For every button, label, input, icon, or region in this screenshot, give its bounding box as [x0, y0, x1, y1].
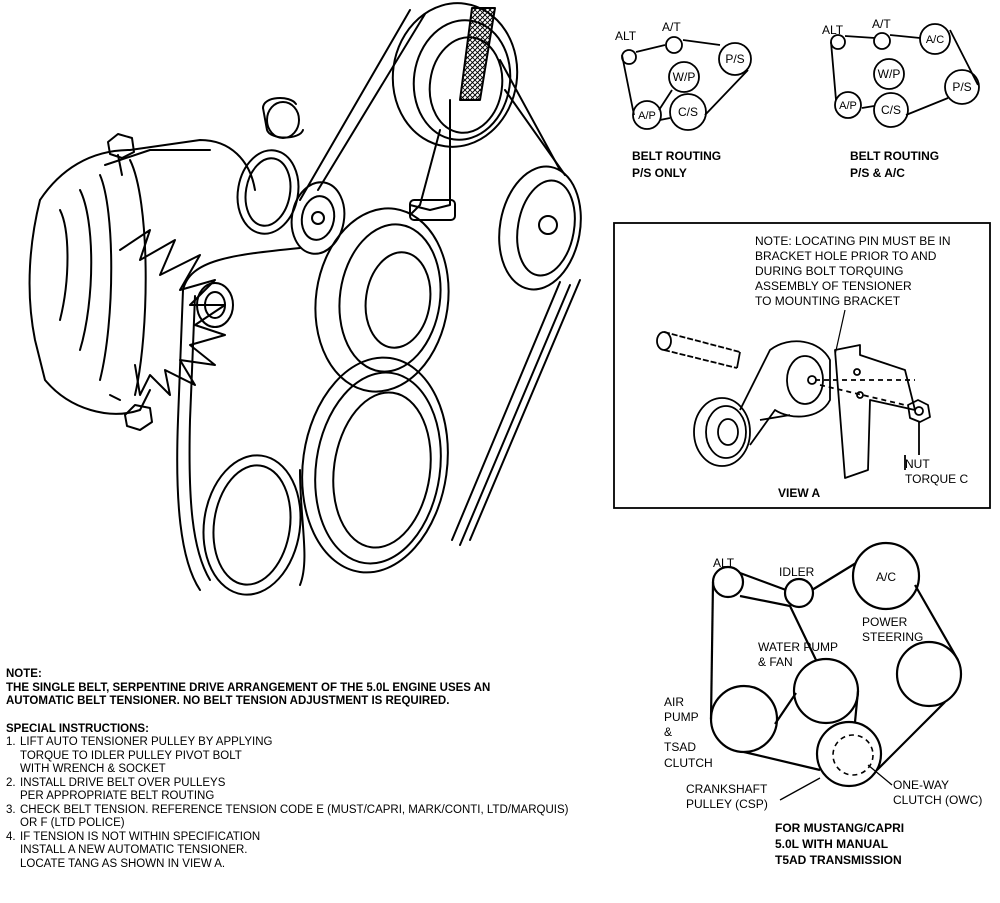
- view-a-box: NOTE: LOCATING PIN MUST BE IN BRACKET HO…: [613, 222, 991, 509]
- caption-line-3: T5AD TRANSMISSION: [775, 853, 902, 867]
- note-body-line-1: THE SINGLE BELT, SERPENTINE DRIVE ARRANG…: [6, 681, 491, 694]
- alt-pulley: [830, 34, 846, 50]
- air-pump-pulley: [709, 684, 779, 754]
- label-ps: P/S: [725, 52, 744, 66]
- label-cs: C/S: [678, 105, 698, 119]
- engine-illustration: [28, 2, 582, 596]
- instruction-4: 4. IF TENSION IS NOT WITHIN SPECIFICATIO…: [6, 830, 261, 870]
- view-a-title: VIEW A: [778, 486, 821, 500]
- power-steering-pulley: [895, 640, 963, 708]
- label-pump: PUMP: [664, 710, 699, 724]
- label-clutch: CLUTCH: [664, 756, 713, 770]
- cs-pulley: [669, 93, 707, 131]
- label-crankshaft: CRANKSHAFT: [686, 782, 768, 796]
- label-water-pump: WATER PUMP: [758, 640, 838, 654]
- label-power: POWER: [862, 615, 908, 629]
- ac-pulley: [919, 23, 951, 55]
- nut-label: NUT: [905, 457, 930, 471]
- label-wp: W/P: [878, 67, 901, 81]
- label-ps: P/S: [952, 80, 971, 94]
- caption-line-1: BELT ROUTING: [632, 149, 721, 163]
- caption-line-2: P/S ONLY: [632, 166, 687, 180]
- caption-line-2: P/S & A/C: [850, 166, 905, 180]
- instruction-1: 1. LIFT AUTO TENSIONER PULLEY BY APPLYIN…: [6, 736, 273, 775]
- mustang-capri-belt-diagram: [709, 541, 963, 788]
- instruction-3: 3. CHECK BELT TENSION. REFERENCE TENSION…: [6, 803, 569, 830]
- ps-pulley: [718, 42, 752, 76]
- belt-routing-ps-only-diagram: [621, 36, 752, 131]
- one-way-clutch: [832, 734, 874, 776]
- mustang-capri-labels: ALT IDLER A/C POWER STEERING WATER PUMP …: [664, 556, 982, 867]
- ps-ac-labels: ALT A/T A/C P/S W/P A/P C/S BELT ROUTING…: [822, 17, 972, 180]
- notes-section: NOTE: THE SINGLE BELT, SERPENTINE DRIVE …: [6, 668, 646, 871]
- svg-text:BRACKET HOLE PRIOR TO AND: BRACKET HOLE PRIOR TO AND: [755, 249, 937, 263]
- label-wp: W/P: [673, 70, 696, 84]
- nut-torque-label: TORQUE C: [905, 472, 968, 486]
- label-one-way: ONE-WAY: [893, 778, 949, 792]
- special-instructions-heading: SPECIAL INSTRUCTIONS:: [6, 722, 149, 735]
- label-air: AIR: [664, 695, 684, 709]
- caption-line-1: FOR MUSTANG/CAPRI: [775, 821, 904, 835]
- alt-pulley: [711, 565, 745, 599]
- svg-text:TO MOUNTING BRACKET: TO MOUNTING BRACKET: [755, 294, 901, 308]
- label-tsad: TSAD: [664, 740, 696, 754]
- note-heading: NOTE:: [6, 668, 42, 680]
- label-at: A/T: [662, 20, 681, 34]
- caption-line-1: BELT ROUTING: [850, 149, 939, 163]
- svg-text:ASSEMBLY OF TENSIONER: ASSEMBLY OF TENSIONER: [755, 279, 912, 293]
- label-owc: CLUTCH (OWC): [893, 793, 982, 807]
- belt-routing-ps-ac-diagram: [830, 23, 980, 128]
- label-alt: ALT: [822, 23, 844, 37]
- at-pulley: [665, 36, 683, 54]
- at-pulley: [873, 32, 891, 50]
- wp-pulley: [668, 61, 700, 93]
- svg-text:NOTE: LOCATING PIN MUST BE IN: NOTE: LOCATING PIN MUST BE IN: [755, 234, 951, 248]
- idler-pulley: [783, 577, 815, 609]
- label-fan: & FAN: [758, 655, 793, 669]
- wp-pulley: [873, 58, 905, 90]
- svg-text:DURING BOLT TORQUING: DURING BOLT TORQUING: [755, 264, 903, 278]
- ps-only-labels: ALT A/T P/S W/P A/P C/S BELT ROUTING P/S…: [615, 20, 745, 180]
- cs-pulley: [873, 92, 909, 128]
- ac-pulley: [851, 541, 921, 611]
- label-amp: &: [664, 725, 672, 739]
- note-body-line-2: AUTOMATIC BELT TENSIONER. NO BELT TENSIO…: [6, 695, 450, 707]
- instruction-2: 2. INSTALL DRIVE BELT OVER PULLEYS PER A…: [6, 776, 226, 803]
- label-ap: A/P: [638, 110, 656, 122]
- label-alt: ALT: [615, 29, 637, 43]
- caption-line-2: 5.0L WITH MANUAL: [775, 837, 888, 851]
- water-pump-pulley: [792, 657, 860, 725]
- crankshaft-pulley: [815, 720, 883, 788]
- view-a-note: NOTE: LOCATING PIN MUST BE IN BRACKET HO…: [755, 234, 951, 356]
- label-ac: A/C: [876, 570, 896, 584]
- label-idler: IDLER: [779, 565, 815, 579]
- label-csp: PULLEY (CSP): [686, 797, 768, 811]
- ap-pulley: [632, 100, 662, 130]
- label-alt: ALT: [713, 556, 735, 570]
- ap-pulley: [834, 91, 862, 119]
- ps-pulley: [944, 69, 980, 105]
- tensioner-drawing: [656, 331, 931, 479]
- label-cs: C/S: [881, 103, 901, 117]
- label-ap: A/P: [839, 100, 857, 112]
- label-ac: A/C: [926, 34, 944, 46]
- label-steering: STEERING: [862, 630, 923, 644]
- label-at: A/T: [872, 17, 891, 31]
